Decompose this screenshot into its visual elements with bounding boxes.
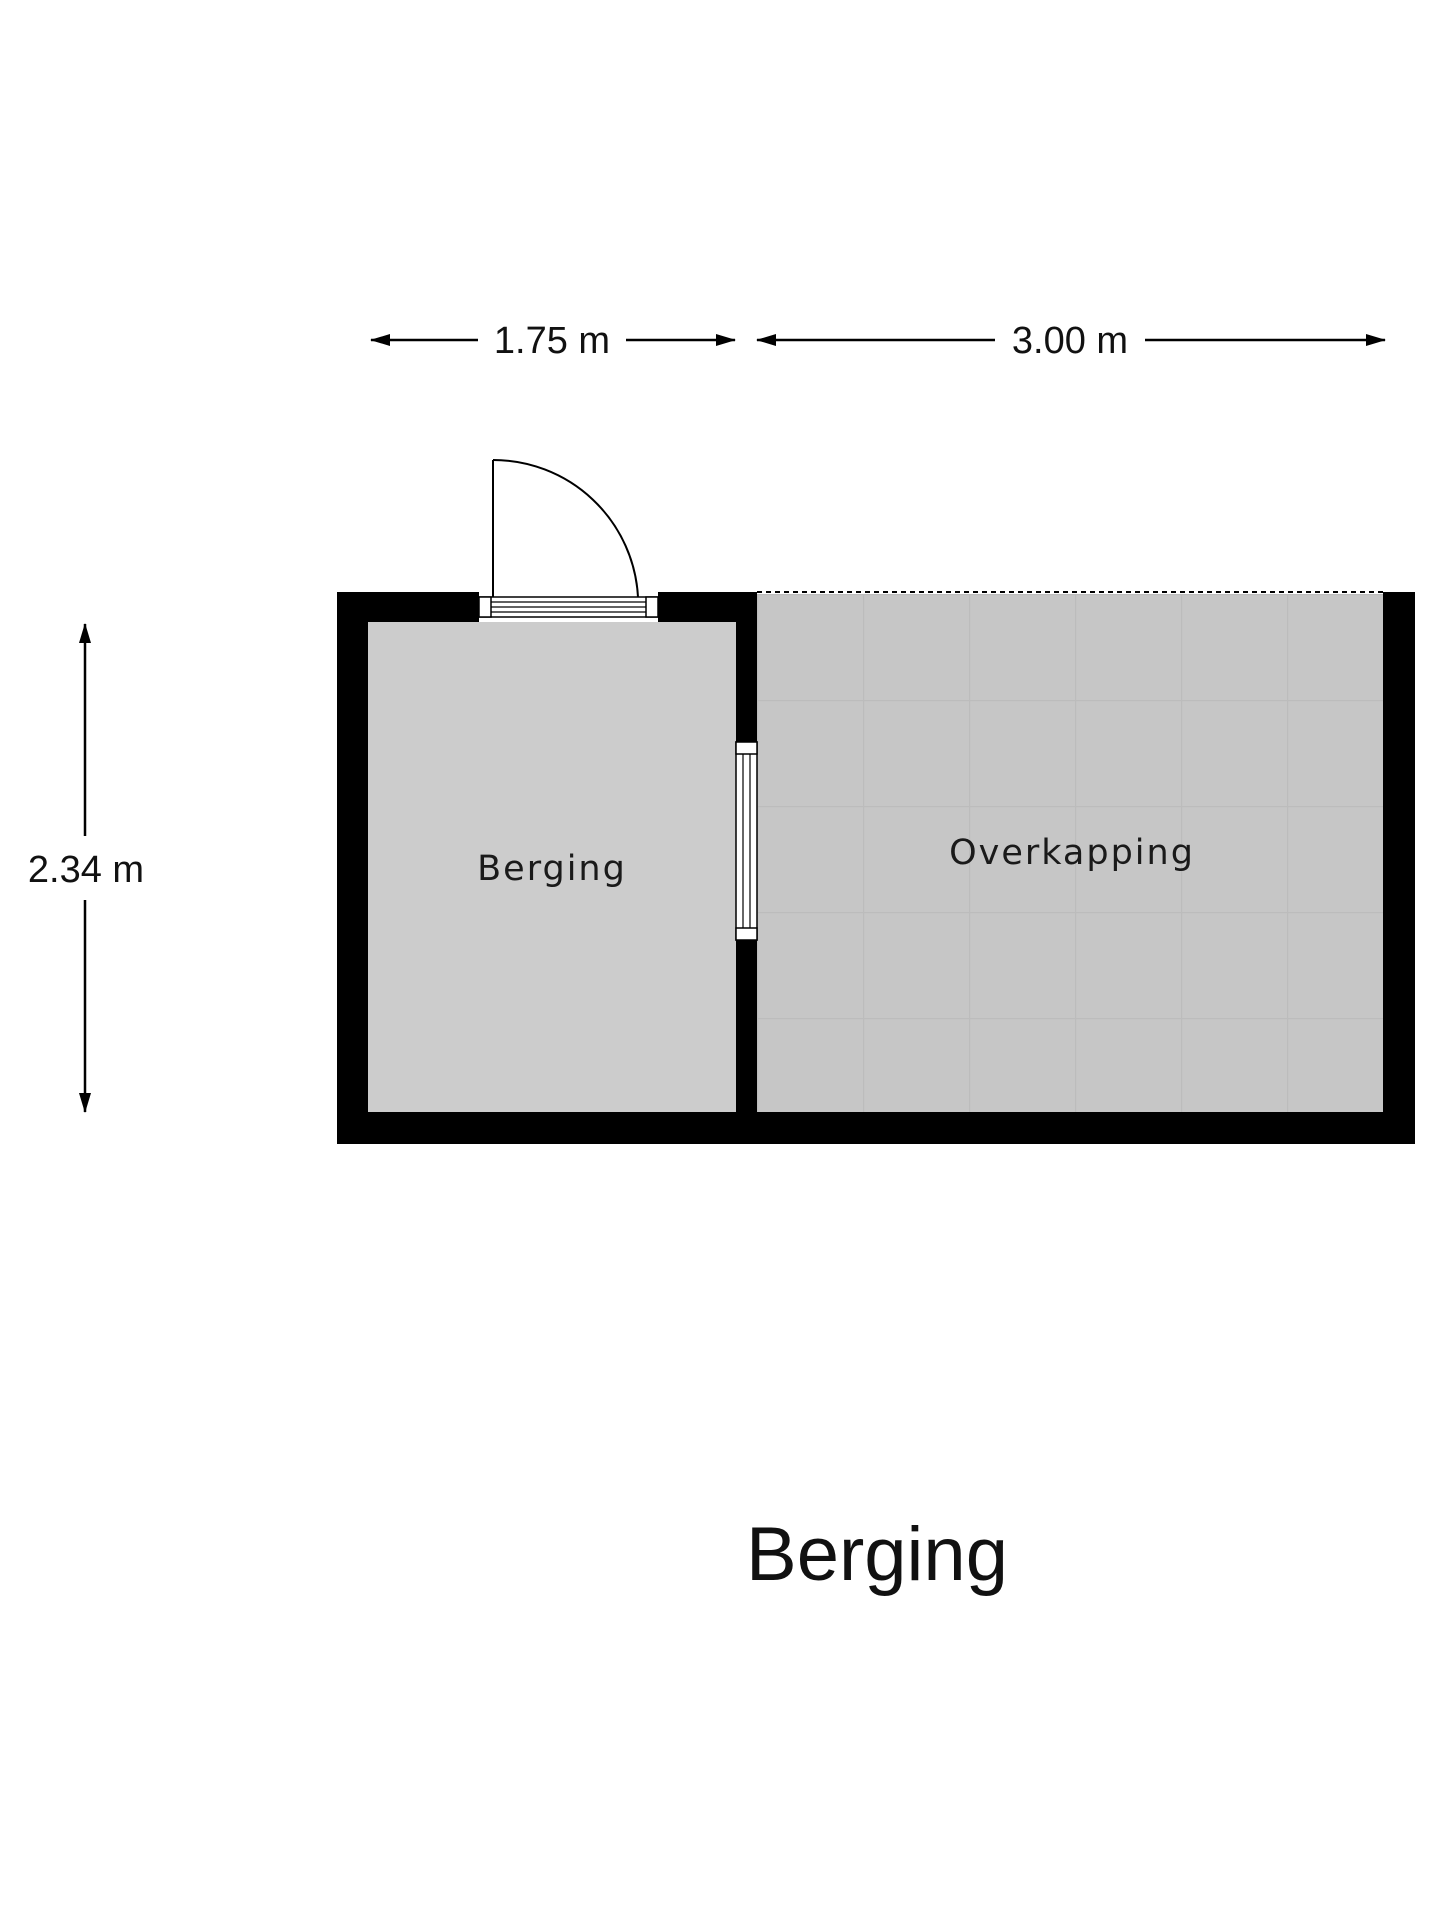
dimension-width-right: 3.00 m <box>756 320 1386 362</box>
room-label-berging: Berging <box>477 849 627 889</box>
wall-partition-upper <box>736 592 757 742</box>
wall-top-left <box>337 592 479 622</box>
berging-floor <box>368 622 736 1112</box>
window-icon <box>735 741 758 941</box>
dimension-label-width-left: 1.75 m <box>494 320 610 362</box>
wall-partition-lower <box>736 940 757 1112</box>
dimension-label-width-right: 3.00 m <box>1012 320 1128 362</box>
wall-left <box>337 592 368 1144</box>
dimension-width-left: 1.75 m <box>370 320 736 362</box>
wall-bottom <box>337 1112 1415 1144</box>
walls <box>337 592 1415 1144</box>
wall-right <box>1383 592 1415 1144</box>
dimension-label-height: 2.34 m <box>28 849 144 891</box>
overkapping-floor <box>757 594 1383 1112</box>
plan-title: Berging <box>746 1512 1008 1597</box>
door-icon <box>478 458 659 618</box>
room-label-overkapping: Overkapping <box>949 833 1195 873</box>
dimension-height: 2.34 m <box>18 623 152 1113</box>
